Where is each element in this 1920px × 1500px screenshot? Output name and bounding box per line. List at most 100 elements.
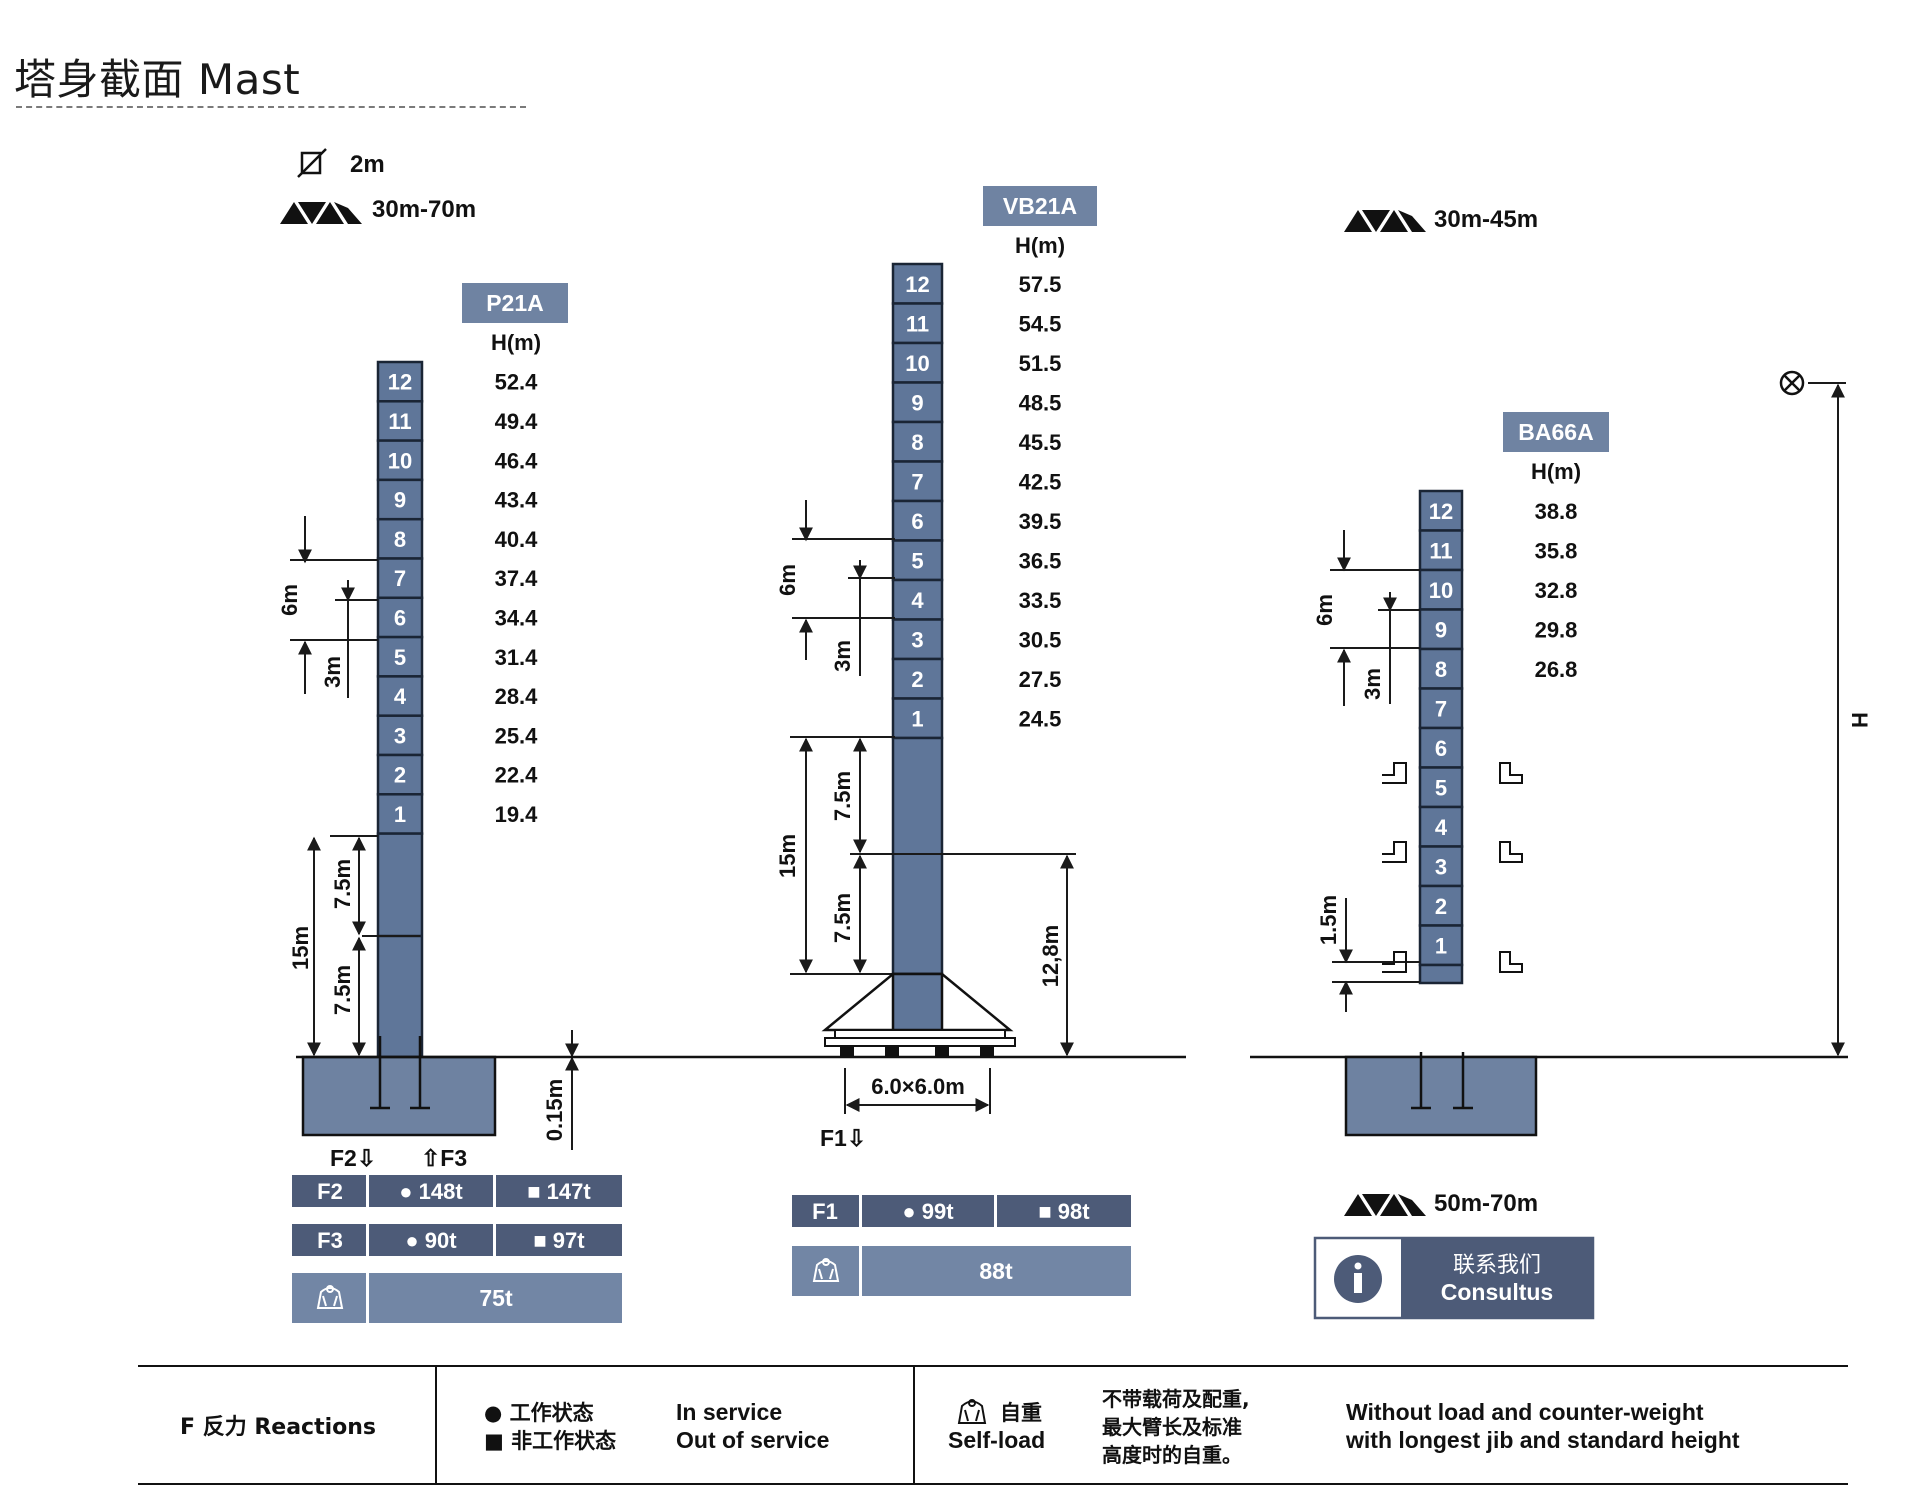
legend-in-service-en: In service <box>676 1399 782 1425</box>
contact-us-button[interactable]: 联系我们 Consultus <box>1313 1236 1595 1320</box>
mast-section-number: 5 <box>1435 775 1447 800</box>
height-value: 32.8 <box>1535 578 1578 603</box>
dim-12-8m: 12,8m <box>1038 925 1063 987</box>
page-title: 塔身截面 Mast <box>14 55 301 104</box>
height-value: 31.4 <box>495 645 539 670</box>
dim-6m: 6m <box>775 564 800 596</box>
tie-anchor-right <box>1499 841 1523 863</box>
height-list-vb21a: 57.554.551.548.545.542.539.536.533.530.5… <box>1019 272 1062 732</box>
mast-section <box>1418 608 1464 651</box>
dim-7-5m-upper: 7.5m <box>830 771 855 821</box>
f1-row-label: F1 <box>812 1199 838 1224</box>
contact-label-en: Consultus <box>1441 1279 1553 1305</box>
height-list-p21a: 52.449.446.443.440.437.434.431.428.425.4… <box>495 370 539 827</box>
square-diagonal-icon <box>297 148 327 178</box>
lattice-truss-icon <box>1344 210 1426 232</box>
mast-section <box>376 517 424 560</box>
left-header: 2m 30m-70m <box>280 148 476 224</box>
foundation-p21a <box>301 1036 497 1137</box>
mast-section <box>1418 726 1464 769</box>
mast-section-number: 8 <box>394 527 406 552</box>
height-value: 29.8 <box>1535 617 1578 642</box>
dim-15m: 15m <box>775 834 800 878</box>
mast-section-number: 8 <box>1435 657 1447 682</box>
height-value: 36.5 <box>1019 548 1062 573</box>
mast-section-number: 10 <box>1429 578 1453 603</box>
mast-section <box>1418 805 1464 848</box>
force-f1-label: F1⇩ <box>820 1125 866 1151</box>
tie-anchor-brackets <box>1382 762 1523 973</box>
dim-15m: 15m <box>288 926 313 970</box>
height-value: 39.5 <box>1019 509 1062 534</box>
mast-section-number: 10 <box>388 448 412 473</box>
f3-in-service: ● 90t <box>405 1228 457 1253</box>
mast-section <box>1418 489 1464 532</box>
height-value: 46.4 <box>495 448 539 473</box>
mast-section <box>1418 884 1464 927</box>
height-value: 37.4 <box>495 566 539 591</box>
height-value: 24.5 <box>1019 706 1062 731</box>
f3-row-label: F3 <box>317 1228 343 1253</box>
f3-out-service: ■ 97t <box>533 1228 585 1253</box>
mast-section-number: 4 <box>394 684 407 709</box>
height-value: 48.5 <box>1019 390 1062 415</box>
dim-3m: 3m <box>830 640 855 672</box>
mast-section-number: 2 <box>1435 894 1447 919</box>
self-load-value: 75t <box>479 1285 513 1311</box>
mast-section-number: 1 <box>1435 933 1447 958</box>
mast-section <box>1418 845 1464 888</box>
mast-section <box>1418 568 1464 611</box>
mast-section <box>376 360 424 403</box>
height-value: 57.5 <box>1019 272 1062 297</box>
height-list-ba66a: 38.835.832.829.826.8 <box>1535 499 1578 682</box>
base-size-label: 6.0×6.0m <box>871 1074 965 1099</box>
mast-section <box>376 714 424 757</box>
mast-section <box>1418 766 1464 809</box>
legend-note-en-2: with longest jib and standard height <box>1345 1427 1740 1453</box>
tie-anchor-right <box>1499 762 1523 784</box>
model-name: VB21A <box>1003 193 1077 219</box>
jib-range-bottom: 50m-70m <box>1434 1190 1538 1217</box>
right-dimensions <box>1330 382 1848 1058</box>
height-header: H(m) <box>1015 233 1065 258</box>
lattice-truss-icon <box>1344 1194 1426 1216</box>
height-value: 51.5 <box>1019 351 1062 376</box>
dim-0-15m: 0.15m <box>542 1079 567 1141</box>
legend-out-service-en: Out of service <box>676 1427 829 1453</box>
mast-section-number: 6 <box>394 605 406 630</box>
f2-row-label: F2 <box>317 1179 343 1204</box>
mast-section-number: 5 <box>394 645 406 670</box>
tie-anchor-left <box>1382 841 1407 863</box>
height-value: 30.5 <box>1019 627 1062 652</box>
mast-base-segment <box>1418 963 1464 985</box>
mast-section <box>376 635 424 678</box>
jib-range-label: 30m-70m <box>372 196 476 223</box>
mast-section-number: 11 <box>1429 538 1452 563</box>
legend-note-en-1: Without load and counter-weight <box>1346 1399 1704 1425</box>
circle-cross-icon <box>1779 370 1805 396</box>
reaction-table-p21a: F2 ● 148t ■ 147t F3 ● 90t ■ 97t 75t <box>292 1175 622 1323</box>
foundation-ba66a <box>1344 1052 1538 1137</box>
mast-section-number: 2 <box>911 667 923 692</box>
height-value: 19.4 <box>495 802 539 827</box>
mast-section-number: 2 <box>394 763 406 788</box>
mast-section-number: 5 <box>911 548 923 573</box>
jib-range-top: 30m-45m <box>1434 206 1538 233</box>
mast-section-number: 7 <box>394 566 406 591</box>
mast-section <box>376 675 424 717</box>
legend-self-cn: 自重 <box>1000 1401 1042 1425</box>
mast-section-number: 12 <box>388 370 412 395</box>
legend-bar: F 反力 Reactions ● 工作状态 ■ 非工作状态 In service… <box>138 1365 1848 1485</box>
mast-section-number: 12 <box>905 272 929 297</box>
height-value: 43.4 <box>495 488 539 513</box>
mast-section <box>891 381 944 424</box>
height-value: 27.5 <box>1019 667 1062 692</box>
reaction-table-vb21a: F1 ● 99t ■ 98t 88t <box>792 1195 1131 1296</box>
mast-section-number: 6 <box>1435 736 1447 761</box>
section-size-label: 2m <box>350 151 385 178</box>
dim-6m: 6m <box>1312 594 1337 626</box>
mast-section-number: 11 <box>906 311 929 336</box>
f1-out-service: ■ 98t <box>1038 1199 1090 1224</box>
